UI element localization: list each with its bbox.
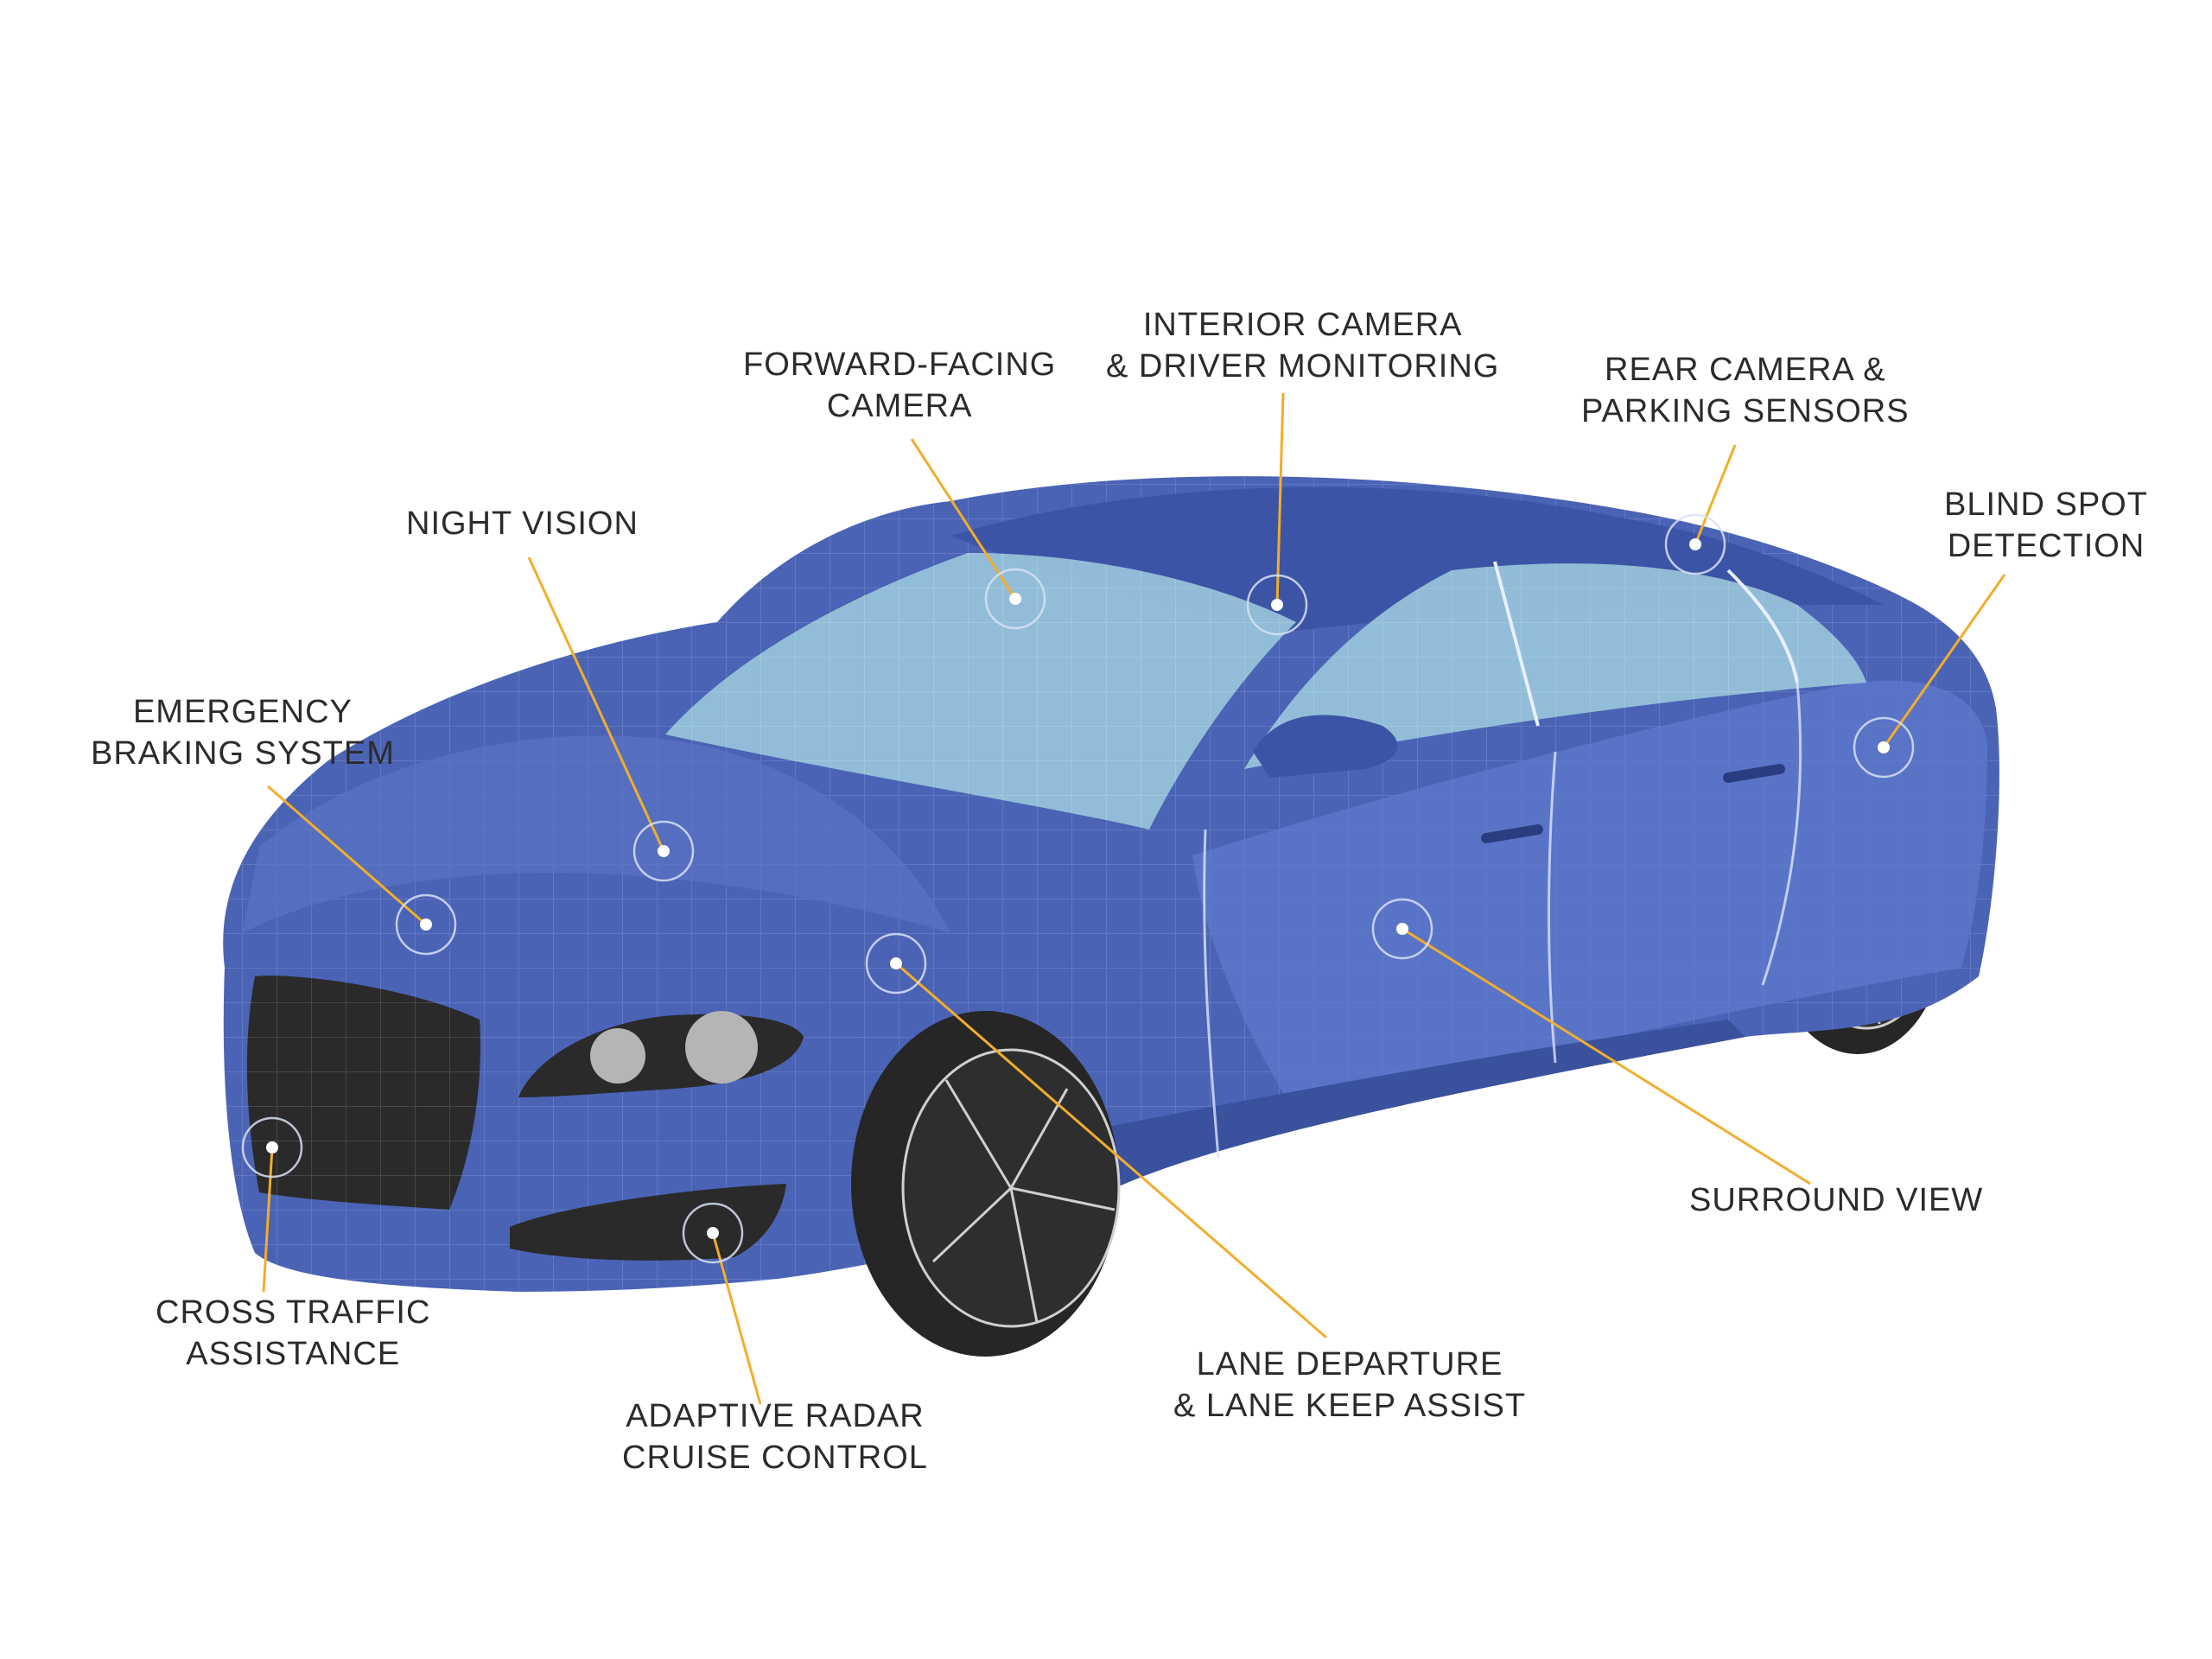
label-blind-spot: BLIND SPOT DETECTION <box>1944 486 2148 564</box>
label-adaptive-cruise: ADAPTIVE RADAR CRUISE CONTROL <box>622 1398 928 1476</box>
sensor-ring-forward-facing-camera <box>984 568 1046 630</box>
sensor-ring-blind-spot-detection <box>1853 716 1915 779</box>
headlight <box>518 1011 804 1097</box>
label-forward-facing-camera: FORWARD-FACING CAMERA <box>743 346 1057 424</box>
sensor-dot-cross-traffic <box>266 1141 278 1154</box>
sensor-dot-rear-camera <box>1689 538 1701 550</box>
leader-line-surround-view <box>1402 927 1811 1185</box>
label-lane-departure: LANE DEPARTURE & LANE KEEP ASSIST <box>1173 1346 1527 1424</box>
front-grille <box>246 976 480 1210</box>
sensor-dot-lane-departure <box>890 957 902 969</box>
label-night-vision: NIGHT VISION <box>406 505 639 542</box>
label-emergency-braking: EMERGENCY BRAKING SYSTEM <box>91 694 395 772</box>
label-surround-view: SURROUND VIEW <box>1689 1182 1984 1218</box>
sensor-dot-emergency-braking <box>420 918 432 931</box>
side-mirror <box>1253 715 1398 778</box>
leader-line-cross-traffic <box>262 1147 274 1293</box>
leader-line-blind-spot-detection <box>1882 574 2006 748</box>
sensor-ring-adaptive-cruise <box>682 1202 744 1264</box>
sensor-dot-surround-view <box>1396 923 1408 935</box>
sensor-dot-night-vision <box>658 845 670 857</box>
sensor-ring-night-vision <box>632 820 695 882</box>
sensor-dot-blind-spot-detection <box>1878 741 1890 753</box>
sensor-ring-surround-view <box>1371 898 1433 960</box>
front-wheel <box>851 1011 1121 1357</box>
sensor-ring-lane-departure <box>865 932 927 995</box>
label-rear-camera: REAR CAMERA & PARKING SENSORS <box>1581 352 1910 429</box>
sensor-ring-rear-camera <box>1664 513 1726 575</box>
sensor-ring-interior-camera <box>1246 574 1308 636</box>
label-cross-traffic: CROSS TRAFFIC ASSISTANCE <box>156 1294 431 1372</box>
label-interior-camera: INTERIOR CAMERA & DRIVER MONITORING <box>1106 307 1500 385</box>
leader-line-emergency-braking <box>267 785 427 926</box>
sensor-ring-cross-traffic <box>241 1116 303 1179</box>
leader-line-lane-departure <box>895 962 1327 1339</box>
leader-line-night-vision <box>527 556 665 852</box>
sensor-dot-interior-camera <box>1271 599 1283 611</box>
leader-line-forward-facing-camera <box>910 438 1017 600</box>
sensor-ring-emergency-braking <box>395 893 457 956</box>
sensor-dot-forward-facing-camera <box>1009 593 1021 605</box>
leader-line-interior-camera <box>1275 392 1285 606</box>
sensor-dot-adaptive-cruise <box>707 1227 719 1239</box>
leader-line-rear-camera <box>1694 444 1737 545</box>
